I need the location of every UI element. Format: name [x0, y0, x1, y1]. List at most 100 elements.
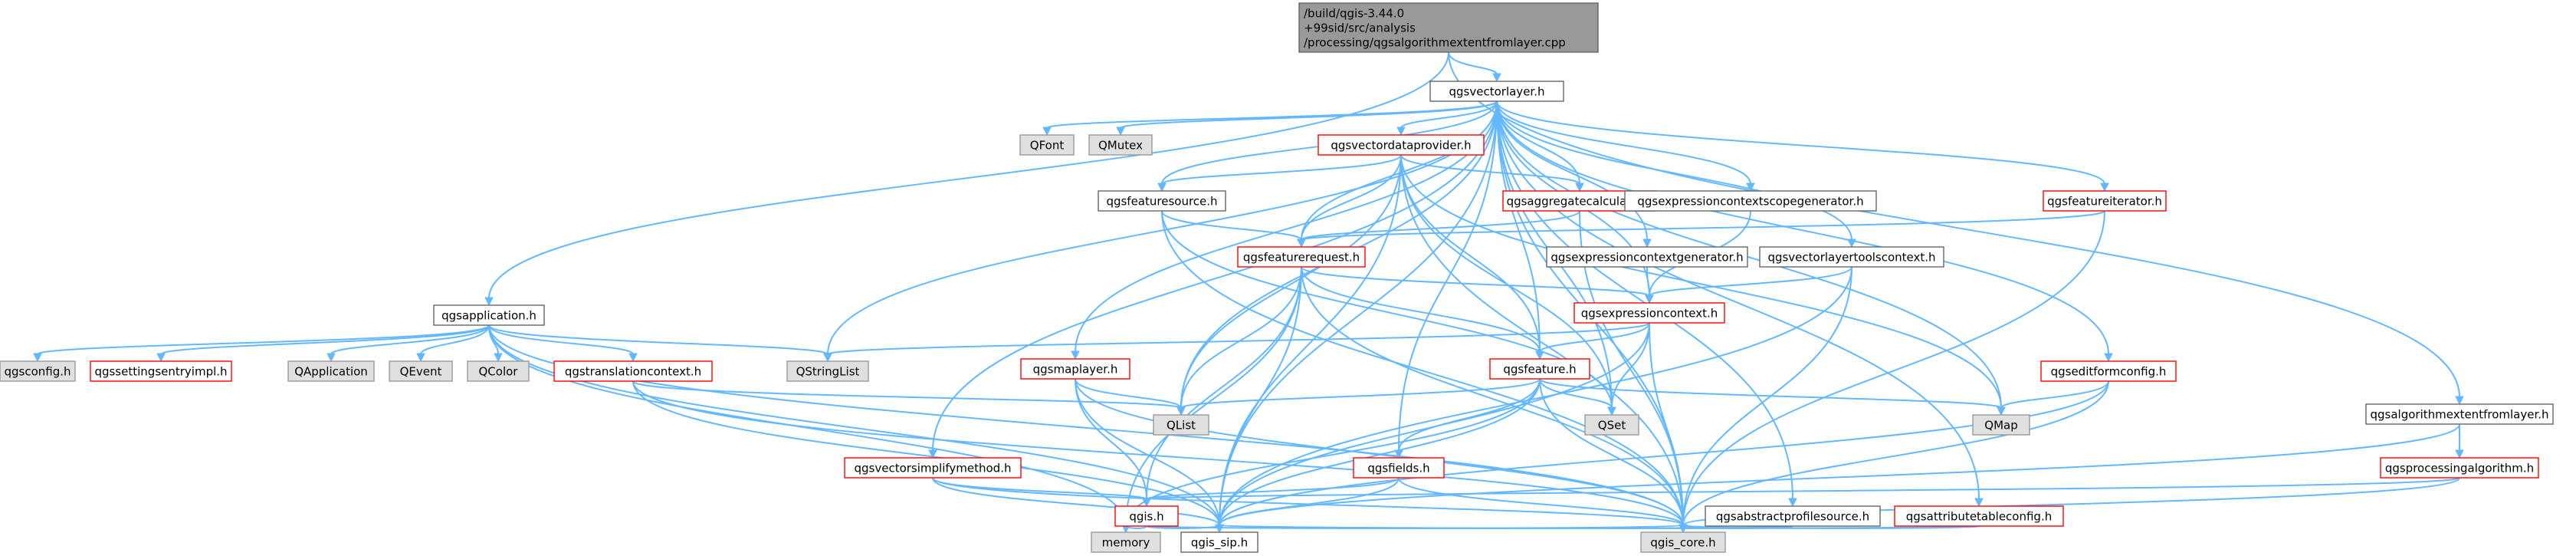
- node-label: qgsmaplayer.h: [1033, 363, 1118, 377]
- node-box: [1546, 246, 1748, 268]
- node-label: QMap: [1984, 419, 2017, 433]
- dependency-edge: [1649, 266, 1852, 297]
- node-qgis[interactable]: qgis.h: [1114, 505, 1179, 527]
- node-qgssettingsentryimpl[interactable]: qgssettingsentryimpl.h: [90, 360, 232, 382]
- dependency-edge: [1400, 154, 1684, 526]
- node-qgsvectorsimplifymethod[interactable]: qgsvectorsimplifymethod.h: [844, 457, 1022, 479]
- edge-arrowhead: [1042, 127, 1052, 137]
- node-QMutex: QMutex: [1088, 134, 1153, 156]
- node-qgstranslationcontext[interactable]: qgstranslationcontext.h: [553, 360, 713, 382]
- dependency-edge: [1400, 154, 1580, 185]
- node-QEvent: QEvent: [389, 360, 453, 382]
- edge-arrowhead: [1297, 239, 1306, 248]
- dependency-edge: [1682, 525, 1980, 529]
- node-box: [786, 360, 869, 382]
- dependency-edge: [1161, 210, 1684, 526]
- dependency-edge: [1448, 51, 2460, 398]
- node-qgsfields[interactable]: qgsfields.h: [1353, 457, 1445, 479]
- node-qgsfeaturesource[interactable]: qgsfeaturesource.h: [1098, 190, 1226, 212]
- node-label: qgsprocessingalgorithm.h: [2385, 462, 2534, 475]
- node-qgsexpressioncontext[interactable]: qgsexpressioncontext.h: [1573, 302, 1725, 324]
- node-qgsmaplayer[interactable]: qgsmaplayer.h: [1020, 358, 1130, 380]
- node-label: qgsfeaturerequest.h: [1243, 251, 1360, 265]
- dependency-edge: [1301, 154, 1402, 241]
- dependency-edges: [33, 51, 2464, 534]
- node-qgsfeature[interactable]: qgsfeature.h: [1489, 358, 1590, 380]
- node-QColor: QColor: [467, 360, 530, 382]
- dependency-edge: [1075, 378, 1182, 409]
- edge-arrowhead: [1215, 524, 1224, 534]
- node-label: QStringList: [796, 365, 860, 379]
- edge-arrowhead: [1116, 127, 1125, 137]
- dependency-edge: [1496, 100, 1852, 241]
- node-qgsvectorlayertoolscontext[interactable]: qgsvectorlayertoolscontext.h: [1759, 246, 1944, 268]
- node-QMap: QMap: [1972, 414, 2030, 436]
- node-box: [2365, 403, 2554, 425]
- dependency-edge: [1161, 154, 1402, 185]
- node-qgsexpressioncontextscopegenerator[interactable]: qgsexpressioncontextscopegenerator.h: [1624, 190, 1877, 212]
- dependency-edge: [1146, 477, 2460, 500]
- node-box: [1019, 134, 1075, 156]
- dependency-edge: [488, 51, 1449, 299]
- node-qgis_sip[interactable]: qgis_sip.h: [1180, 531, 1258, 553]
- node-qgsprocessingalgorithm[interactable]: qgsprocessingalgorithm.h: [2380, 457, 2539, 479]
- node-box: [553, 360, 713, 382]
- node-qgsabstractprofilesource[interactable]: qgsabstractprofilesource.h: [1705, 505, 1881, 527]
- dependency-edge: [1075, 378, 1147, 500]
- node-label: qgsexpressioncontext.h: [1581, 307, 1718, 321]
- node-root[interactable]: /build/qgis-3.44.0+99sid/src/analysis/pr…: [1298, 2, 1599, 53]
- node-label: qgsfeaturesource.h: [1106, 195, 1217, 209]
- node-box: [1584, 414, 1639, 436]
- edge-arrowhead: [628, 353, 638, 363]
- node-qgsfeaturerequest[interactable]: qgsfeaturerequest.h: [1237, 246, 1366, 268]
- dependency-edge: [632, 380, 1684, 526]
- node-label: qgsvectorsimplifymethod.h: [855, 462, 1012, 475]
- dependency-edge: [1161, 210, 1302, 241]
- dependency-edge: [1496, 100, 2002, 409]
- node-qgsvectordataprovider[interactable]: qgsvectordataprovider.h: [1318, 134, 1485, 156]
- dependency-edge: [1301, 210, 1580, 241]
- node-qgsconfig: qgsconfig.h: [0, 360, 76, 382]
- node-label: memory: [1102, 536, 1150, 550]
- node-qgsapplication[interactable]: qgsapplication.h: [433, 304, 545, 326]
- dependency-edge: [1301, 266, 1541, 353]
- node-label: QFont: [1030, 139, 1065, 153]
- node-label: /build/qgis-3.44.0: [1304, 7, 1404, 21]
- dependency-edge: [1646, 266, 1650, 297]
- dependency-edge: [1219, 380, 2109, 526]
- edge-arrowhead: [494, 353, 503, 363]
- dependency-edge: [1539, 322, 1650, 353]
- node-box: [1759, 246, 1944, 268]
- dependency-edge: [1400, 154, 2002, 409]
- dependency-edge: [1496, 100, 1793, 500]
- node-box: [1098, 190, 1226, 212]
- node-box: [1091, 531, 1161, 553]
- dependency-edge: [1219, 266, 1302, 526]
- node-qgsattributetableconfig[interactable]: qgsattributetableconfig.h: [1894, 505, 2064, 527]
- edge-arrowhead: [156, 353, 166, 363]
- node-box: [844, 457, 1022, 479]
- node-qgsalgorithmextentfromlayer[interactable]: qgsalgorithmextentfromlayer.h: [2365, 403, 2554, 425]
- dependency-edge: [37, 324, 490, 355]
- dependency-edge: [1219, 100, 1498, 526]
- node-box: [1114, 505, 1179, 527]
- dependency-edge: [1496, 100, 1541, 353]
- dependency-edge: [1219, 266, 1852, 526]
- dependency-edge: [1219, 378, 1541, 526]
- node-qgsvectorlayer[interactable]: qgsvectorlayer.h: [1429, 81, 1564, 102]
- dependency-edge: [1496, 100, 1980, 500]
- node-label: qgsattributetableconfig.h: [1906, 510, 2052, 524]
- dependency-edge: [1539, 378, 1684, 526]
- node-qgsexpressioncontextgenerator[interactable]: qgsexpressioncontextgenerator.h: [1546, 246, 1748, 268]
- node-label: QSet: [1598, 419, 1626, 433]
- node-label: qgsconfig.h: [4, 365, 71, 379]
- dependency-edge: [160, 324, 490, 355]
- dependency-edge: [1448, 51, 1498, 75]
- edge-arrowhead: [416, 353, 425, 363]
- node-label: QMutex: [1098, 139, 1143, 153]
- edge-arrowhead: [1396, 127, 1406, 137]
- node-box: [1318, 134, 1485, 156]
- dependency-edge: [488, 324, 634, 355]
- node-qgseditformconfig[interactable]: qgseditformconfig.h: [2040, 360, 2177, 382]
- node-qgsfeatureiterator[interactable]: qgsfeatureiterator.h: [2043, 190, 2167, 212]
